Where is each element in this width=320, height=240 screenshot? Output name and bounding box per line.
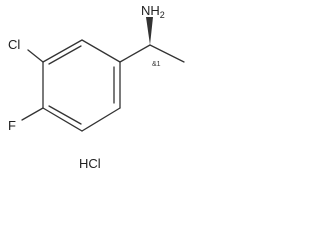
ring-bond-c5-c6 (42, 39, 83, 63)
amine-label: NH2 (141, 3, 165, 20)
hcl-salt-label: HCl (79, 156, 101, 171)
stereo-annotation: &1 (152, 61, 161, 68)
bond-ring-to-stereocenter (119, 44, 151, 63)
amine-label-text: NH (141, 3, 160, 18)
amine-subscript: 2 (160, 10, 165, 20)
chemical-structure: NH2 &1 Cl F HCl (8, 3, 185, 171)
bond-lines (21, 39, 185, 132)
bond-ring-to-fluorine (21, 107, 44, 121)
ring-inner-bond-c5-c6 (48, 45, 82, 65)
ring-bond-c3-c4 (42, 107, 83, 132)
ring-bond-c6-c1 (81, 39, 121, 63)
chlorine-label: Cl (8, 37, 20, 52)
bond-ring-to-chlorine (27, 49, 44, 63)
fluorine-label: F (8, 118, 16, 133)
ring-inner-bond-c3-c4 (48, 105, 82, 125)
ring-bond-c2-c3 (81, 107, 121, 132)
bond-stereocenter-to-methyl (149, 44, 185, 63)
wedge-bond-to-amine (146, 17, 153, 45)
